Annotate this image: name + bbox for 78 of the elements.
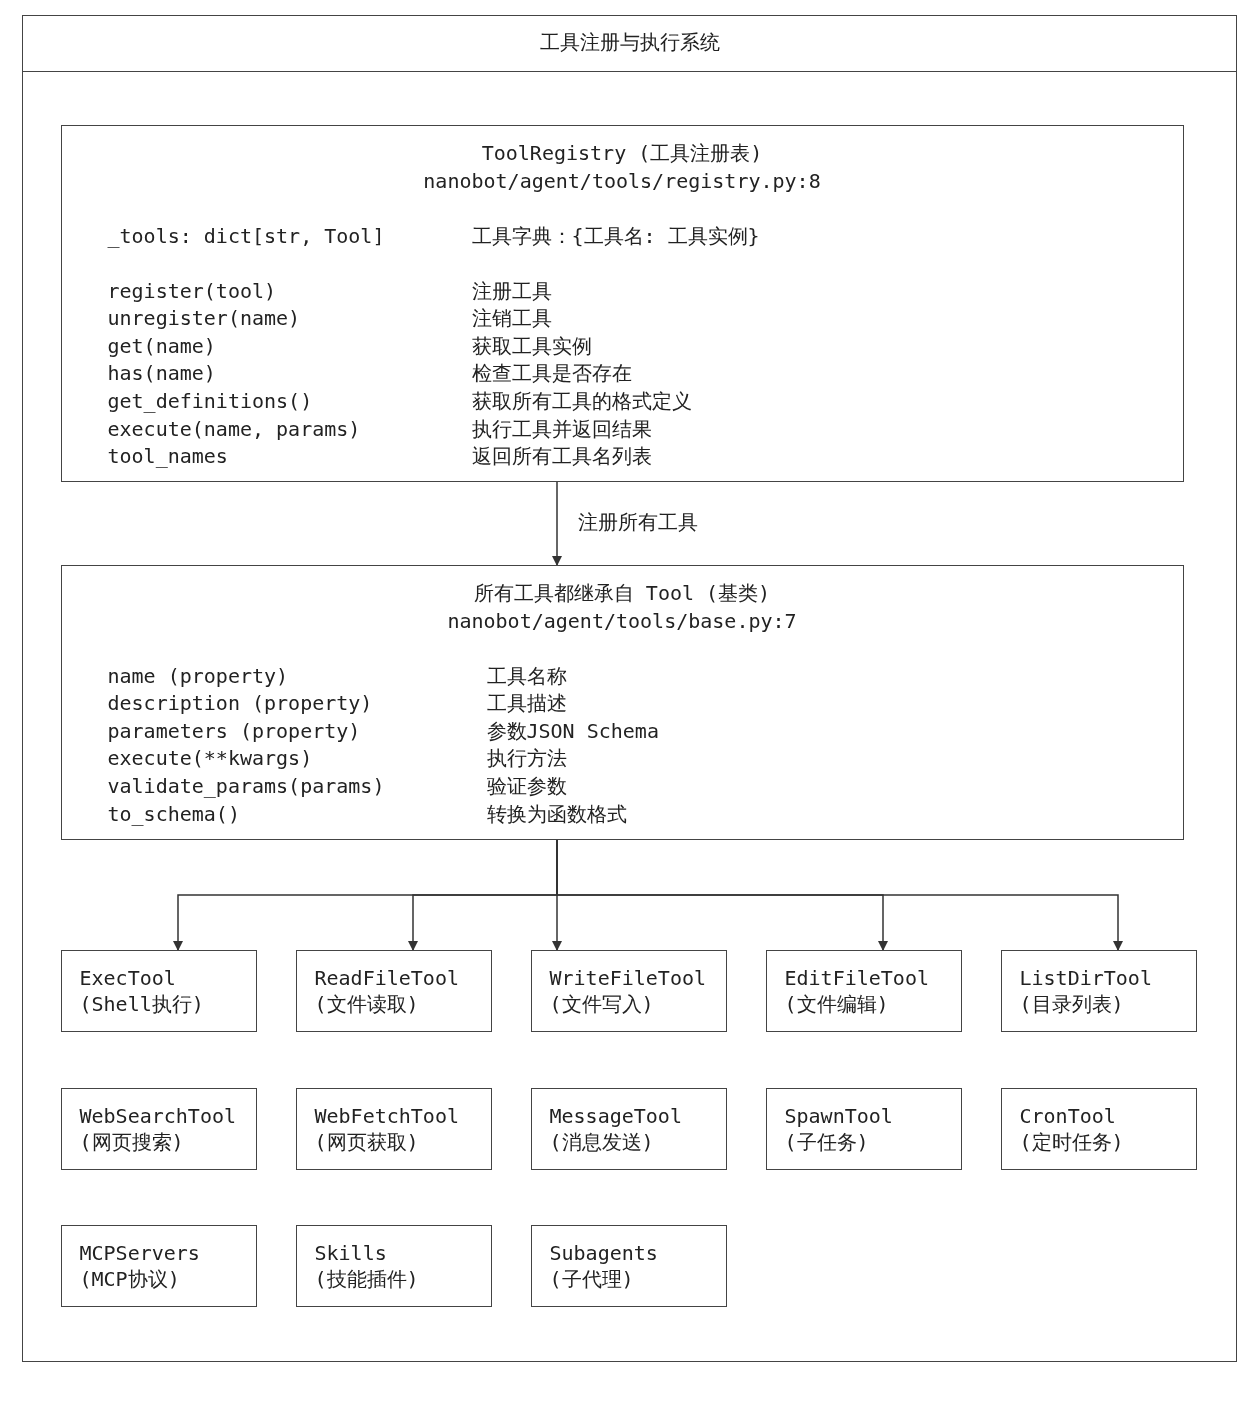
registry-box — [60, 124, 1184, 482]
member-description: 注册工具 — [471, 278, 552, 303]
member-name: execute(**kwargs) — [107, 746, 313, 771]
tool-box — [765, 1087, 962, 1170]
member-description: 执行工具并返回结果 — [471, 416, 652, 441]
tool-name: Subagents — [549, 1240, 658, 1265]
tool-description: (网页搜索) — [79, 1129, 184, 1154]
tool-box — [530, 949, 727, 1032]
tool-description: (技能插件) — [314, 1266, 419, 1291]
tool-box — [295, 1224, 492, 1307]
file-path: nanobot/agent/tools/registry.py:8 — [422, 168, 822, 193]
member-description: 验证参数 — [486, 773, 567, 798]
tool-name: ReadFileTool — [314, 965, 459, 990]
member-name: _tools: dict[str, Tool] — [107, 223, 385, 248]
member-name: execute(name, params) — [107, 416, 361, 441]
member-description: 执行方法 — [486, 746, 567, 771]
tool-box — [765, 949, 962, 1032]
member-description: 注销工具 — [471, 306, 552, 331]
file-path: nanobot/agent/tools/base.py:7 — [446, 608, 798, 633]
frame-heading: 工具注册与执行系统 — [538, 30, 721, 54]
box-title: 所有工具都继承自 Tool (基类) — [472, 580, 772, 605]
tool-box — [1000, 1087, 1197, 1170]
tool-name: ListDirTool — [1019, 965, 1152, 990]
tool-box — [295, 949, 492, 1032]
member-description: 获取工具实例 — [471, 333, 592, 358]
tool-description: (定时任务) — [1019, 1129, 1124, 1154]
member-name: description (property) — [107, 691, 373, 716]
member-name: parameters (property) — [107, 718, 361, 743]
tool-box — [60, 949, 257, 1032]
member-name: name (property) — [107, 663, 289, 688]
tool-description: (文件写入) — [549, 991, 654, 1016]
tool-box — [60, 1087, 257, 1170]
tool-box — [530, 1224, 727, 1307]
member-description: 工具描述 — [486, 691, 567, 716]
edge-label: 注册所有工具 — [575, 509, 701, 534]
arrow — [552, 481, 562, 566]
tool-name: MessageTool — [549, 1103, 682, 1128]
base-class-box — [60, 564, 1184, 840]
member-name: get(name) — [107, 333, 216, 358]
member-description: 返回所有工具名列表 — [471, 444, 652, 469]
tool-name: CronTool — [1019, 1103, 1116, 1128]
member-description: 获取所有工具的格式定义 — [471, 388, 692, 413]
member-description: 参数JSON Schema — [486, 718, 659, 743]
member-name: validate_params(params) — [107, 773, 385, 798]
member-description: 工具字典：{工具名: 工具实例} — [471, 223, 760, 248]
arrow — [556, 839, 1123, 951]
tool-name: WriteFileTool — [549, 965, 707, 990]
tool-description: (文件读取) — [314, 991, 419, 1016]
member-description: 检查工具是否存在 — [471, 361, 632, 386]
tool-box — [530, 1087, 727, 1170]
tool-description: (网页获取) — [314, 1129, 419, 1154]
tool-description: (Shell执行) — [79, 991, 204, 1016]
tool-description: (文件编辑) — [784, 991, 889, 1016]
tool-description: (消息发送) — [549, 1129, 654, 1154]
member-name: unregister(name) — [107, 306, 301, 331]
tool-description: (子任务) — [784, 1129, 869, 1154]
member-description: 转换为函数格式 — [486, 801, 627, 826]
tool-name: SpawnTool — [784, 1103, 893, 1128]
member-name: to_schema() — [107, 801, 240, 826]
system-frame — [22, 15, 1237, 1362]
member-name: register(tool) — [107, 278, 277, 303]
tool-box — [295, 1087, 492, 1170]
tool-name: WebFetchTool — [314, 1103, 459, 1128]
member-description: 工具名称 — [486, 663, 567, 688]
tool-name: EditFileTool — [784, 965, 929, 990]
tool-name: WebSearchTool — [79, 1103, 237, 1128]
member-name: has(name) — [107, 361, 216, 386]
tool-description: (子代理) — [549, 1266, 634, 1291]
tool-description: (目录列表) — [1019, 991, 1124, 1016]
tool-description: (MCP协议) — [79, 1266, 180, 1291]
member-name: tool_names — [107, 444, 228, 469]
member-name: get_definitions() — [107, 388, 313, 413]
tool-name: Skills — [314, 1240, 387, 1265]
tool-box — [1000, 949, 1197, 1032]
tool-name: MCPServers — [79, 1240, 200, 1265]
box-title: ToolRegistry (工具注册表) — [480, 140, 764, 165]
tool-name: ExecTool — [79, 965, 176, 990]
tool-box — [60, 1224, 257, 1307]
